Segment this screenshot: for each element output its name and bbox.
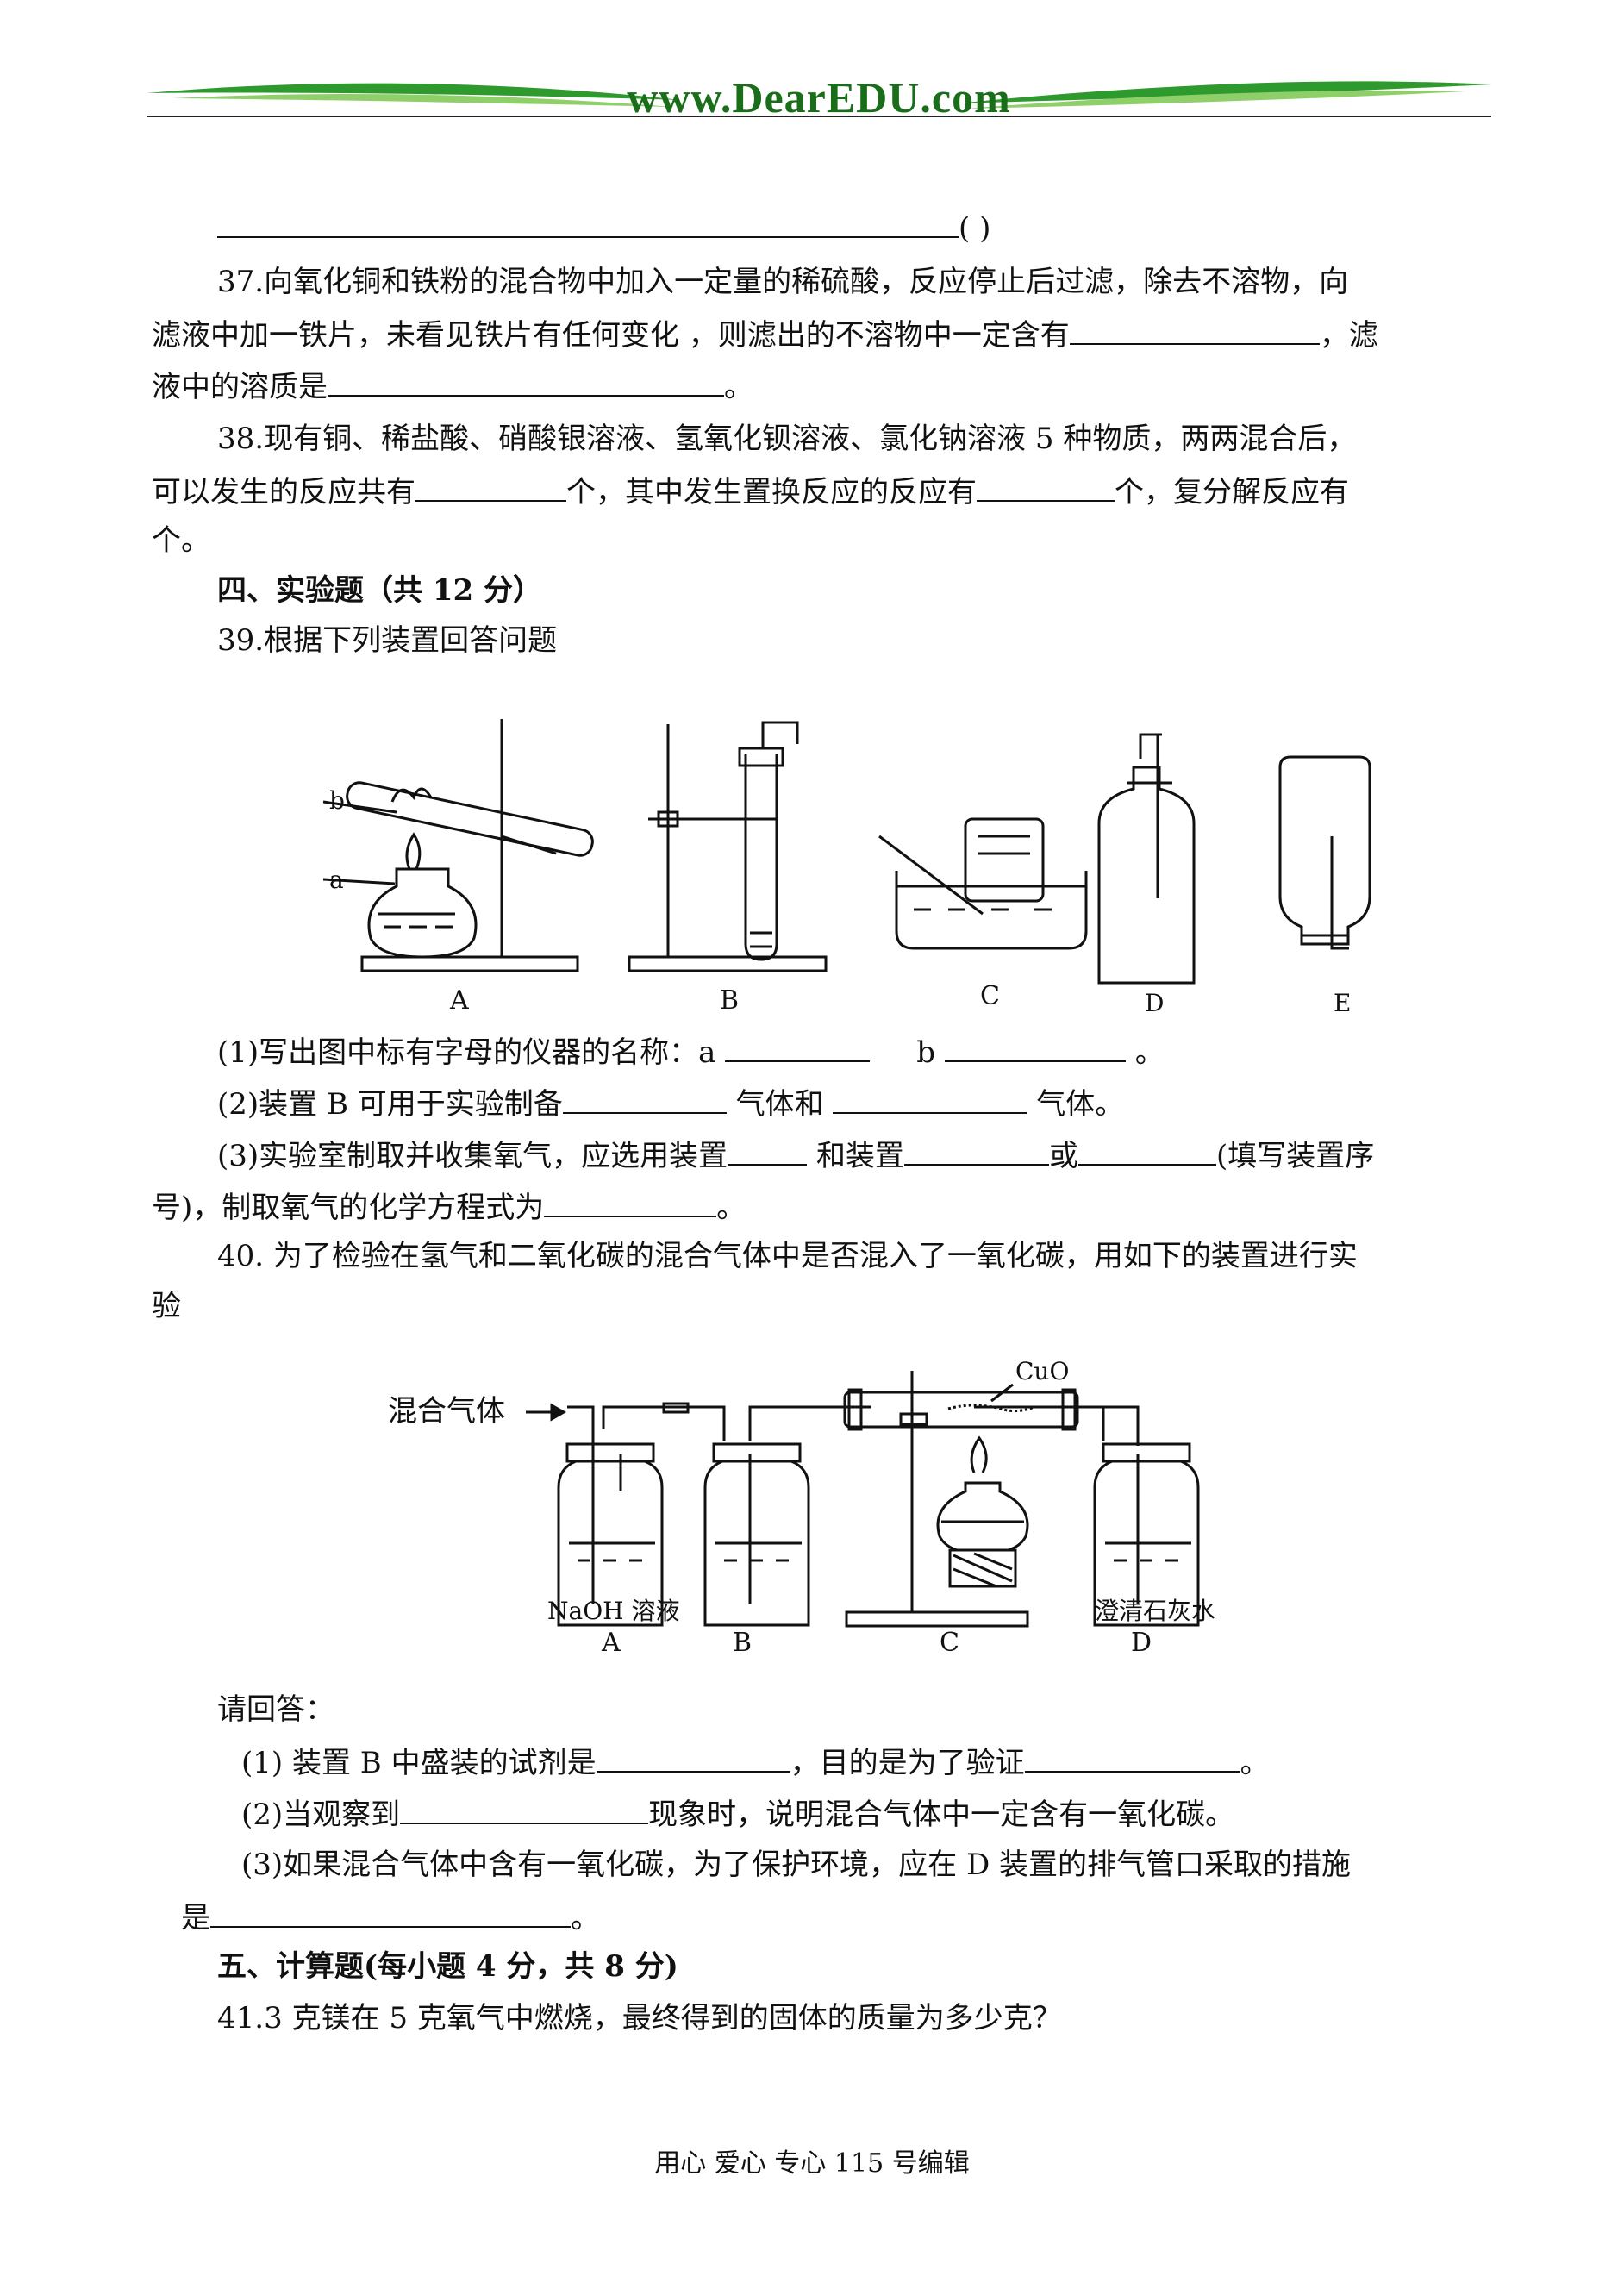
apparatus-figure-2: 混合气体 NaOH 溶液 A B CuO C bbox=[388, 1357, 1215, 1658]
apparatus-c: C bbox=[878, 817, 1088, 1011]
page-footer: 用心 爱心 专心 115 号编辑 bbox=[654, 2148, 970, 2179]
q39-sub-1: (1)写出图中标有字母的仪器的名称：a b 。 bbox=[217, 1031, 1165, 1072]
answer-blank[interactable] bbox=[833, 1083, 1027, 1114]
q40-sub-2: (2)当观察到现象时，说明混合气体中一定含有一氧化碳。 bbox=[241, 1793, 1234, 1835]
q40-sub-3-cont: 是。 bbox=[181, 1897, 600, 1938]
q39-sub-2: (2)装置 B 可用于实验制备 气体和 气体。 bbox=[217, 1083, 1124, 1124]
answer-blank[interactable] bbox=[328, 366, 724, 397]
q39-sub-3-cont: 号)，制取氧气的化学方程式为。 bbox=[152, 1186, 746, 1228]
prev-answer-line: ( ) bbox=[217, 207, 990, 248]
label-a: a bbox=[329, 866, 344, 894]
label-A: A bbox=[601, 1628, 621, 1658]
paren-blank: ( ) bbox=[959, 211, 991, 246]
answer-blank[interactable] bbox=[596, 1742, 790, 1773]
q37-line-3: 液中的溶质是。 bbox=[152, 366, 753, 407]
answer-blank[interactable] bbox=[728, 1135, 808, 1166]
label-D: D bbox=[1145, 989, 1164, 1017]
answer-blank[interactable] bbox=[725, 1031, 871, 1062]
answer-blank[interactable] bbox=[415, 471, 566, 502]
answer-blank[interactable] bbox=[544, 1186, 717, 1217]
label-E: E bbox=[1334, 989, 1351, 1017]
leaf-swoosh-graphic bbox=[147, 81, 1491, 109]
label-A: A bbox=[449, 985, 469, 1016]
apparatus-d: D bbox=[1097, 733, 1196, 1017]
answer-blank[interactable] bbox=[977, 471, 1115, 502]
site-name[interactable]: www.DearEDU.com bbox=[627, 73, 1011, 122]
site-header: www.DearEDU.com bbox=[147, 69, 1491, 122]
apparatus-a: b a A bbox=[322, 719, 594, 1016]
label-lime-water: 澄清石灰水 bbox=[1095, 1597, 1215, 1625]
answer-blank[interactable] bbox=[1077, 1135, 1216, 1166]
section-4-title: 四、实验题（共 12 分） bbox=[217, 573, 542, 608]
q38-line-2: 可以发生的反应共有个，其中发生置换反应的反应有个，复分解反应有 bbox=[152, 471, 1349, 512]
answer-blank[interactable] bbox=[944, 1031, 1126, 1062]
label-C: C bbox=[940, 1628, 959, 1658]
apparatus-e: E bbox=[1278, 755, 1371, 1017]
section-5-title: 五、计算题(每小题 4 分，共 8 分) bbox=[217, 1949, 678, 1984]
label-C: C bbox=[980, 981, 1000, 1011]
label-mixed-gas: 混合气体 bbox=[388, 1394, 505, 1429]
answer-blank[interactable] bbox=[1069, 314, 1320, 345]
apparatus-b: B bbox=[628, 721, 828, 1016]
bottle-d: 澄清石灰水 D bbox=[1093, 1442, 1215, 1658]
q38-line-3: 个。 bbox=[152, 523, 210, 558]
q40-sub-3: (3)如果混合气体中含有一氧化碳，为了保护环境，应在 D 装置的排气管口采取的措… bbox=[241, 1848, 1352, 1882]
header-rule bbox=[147, 116, 1491, 117]
q38-line-1: 38.现有铜、稀盐酸、硝酸银溶液、氢氧化钡溶液、氯化钠溶液 5 种物质，两两混合… bbox=[217, 422, 1357, 456]
label-B: B bbox=[733, 1628, 752, 1658]
label-cuo: CuO bbox=[1015, 1357, 1069, 1385]
q40-sub-1: (1) 装置 B 中盛装的试剂是，目的是为了验证。 bbox=[241, 1742, 1270, 1783]
label-D: D bbox=[1131, 1628, 1152, 1658]
q41-line: 41.3 克镁在 5 克氧气中燃烧，最终得到的固体的质量为多少克？ bbox=[217, 2001, 1062, 2035]
q37-line-2: 滤液中加一铁片，未看见铁片有任何变化 ，则滤出的不溶物中一定含有，滤 bbox=[152, 314, 1378, 355]
q39-sub-3: (3)实验室制取并收集氧气，应选用装置 和装置或(填写装置序 bbox=[217, 1135, 1374, 1176]
label-b: b bbox=[329, 786, 345, 815]
q40-line-2: 验 bbox=[152, 1289, 181, 1323]
apparatus-figure-1: b a A B C D E bbox=[322, 719, 1371, 1017]
apparatus-c: CuO C bbox=[843, 1357, 1079, 1658]
answer-blank[interactable] bbox=[903, 1135, 1049, 1166]
answer-blank[interactable] bbox=[562, 1083, 727, 1114]
answer-blank[interactable] bbox=[210, 1897, 571, 1928]
q37-line-1: 37.向氧化铜和铁粉的混合物中加入一定量的稀硫酸，反应停止后过滤，除去不溶物，向 bbox=[217, 265, 1349, 299]
q40-line-1: 40. 为了检验在氢气和二氧化碳的混合气体中是否混入了一氧化碳，用如下的装置进行… bbox=[217, 1239, 1358, 1273]
answer-blank[interactable] bbox=[217, 207, 959, 238]
answer-prompt: 请回答： bbox=[217, 1692, 334, 1727]
label-naoh: NaOH 溶液 bbox=[547, 1597, 679, 1625]
label-B: B bbox=[720, 985, 739, 1016]
answer-blank[interactable] bbox=[400, 1793, 649, 1824]
answer-blank[interactable] bbox=[1024, 1742, 1240, 1773]
bottle-a: NaOH 溶液 A bbox=[547, 1442, 679, 1658]
q39-line: 39.根据下列装置回答问题 bbox=[217, 623, 558, 658]
bottle-b: B bbox=[703, 1442, 810, 1658]
